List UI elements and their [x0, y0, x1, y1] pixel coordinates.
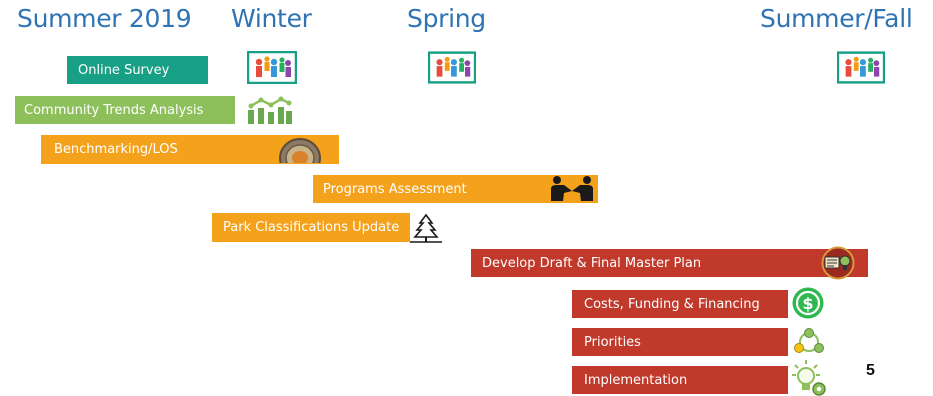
task-develop-draft-final-master-plan: Develop Draft & Final Master Plan	[471, 249, 868, 277]
task-implementation: Implementation	[572, 366, 788, 394]
task-programs-assessment: Programs Assessment	[313, 175, 598, 203]
task-label: Benchmarking/LOS	[54, 142, 178, 157]
people-group-icon	[428, 51, 476, 84]
bar-chart-icon	[248, 96, 292, 124]
tree-icon	[410, 213, 442, 243]
phase-summer-fall: Summer/Fall	[760, 4, 913, 33]
task-park-classifications-update: Park Classifications Update	[212, 213, 410, 242]
task-label: Online Survey	[78, 62, 170, 78]
handshake-icon	[551, 176, 593, 201]
dollar-coin-icon: $	[792, 287, 824, 319]
phase-summer-2019: Summer 2019	[17, 4, 192, 33]
task-label: Implementation	[584, 372, 688, 388]
plan-document-icon	[821, 246, 855, 280]
phase-winter: Winter	[231, 4, 312, 33]
task-label: Priorities	[584, 334, 641, 350]
task-costs-funding-financing: Costs, Funding & Financing	[572, 290, 788, 318]
task-label: Community Trends Analysis	[24, 102, 204, 118]
svg-text:$: $	[802, 294, 813, 313]
phase-spring: Spring	[407, 4, 486, 33]
people-group-icon	[247, 51, 297, 84]
task-label: Costs, Funding & Financing	[584, 296, 760, 312]
task-label: Programs Assessment	[323, 181, 467, 197]
lightbulb-gear-icon	[792, 360, 826, 396]
people-group-icon	[837, 51, 885, 84]
badge-seal-icon	[279, 138, 321, 163]
task-community-trends-analysis: Community Trends Analysis	[15, 96, 235, 124]
page-number: 5	[866, 362, 875, 379]
task-label: Park Classifications Update	[223, 220, 400, 235]
task-online-survey: Online Survey	[67, 56, 208, 84]
task-priorities: Priorities	[572, 328, 788, 356]
priorities-network-icon	[794, 328, 824, 353]
task-label: Develop Draft & Final Master Plan	[482, 255, 702, 271]
